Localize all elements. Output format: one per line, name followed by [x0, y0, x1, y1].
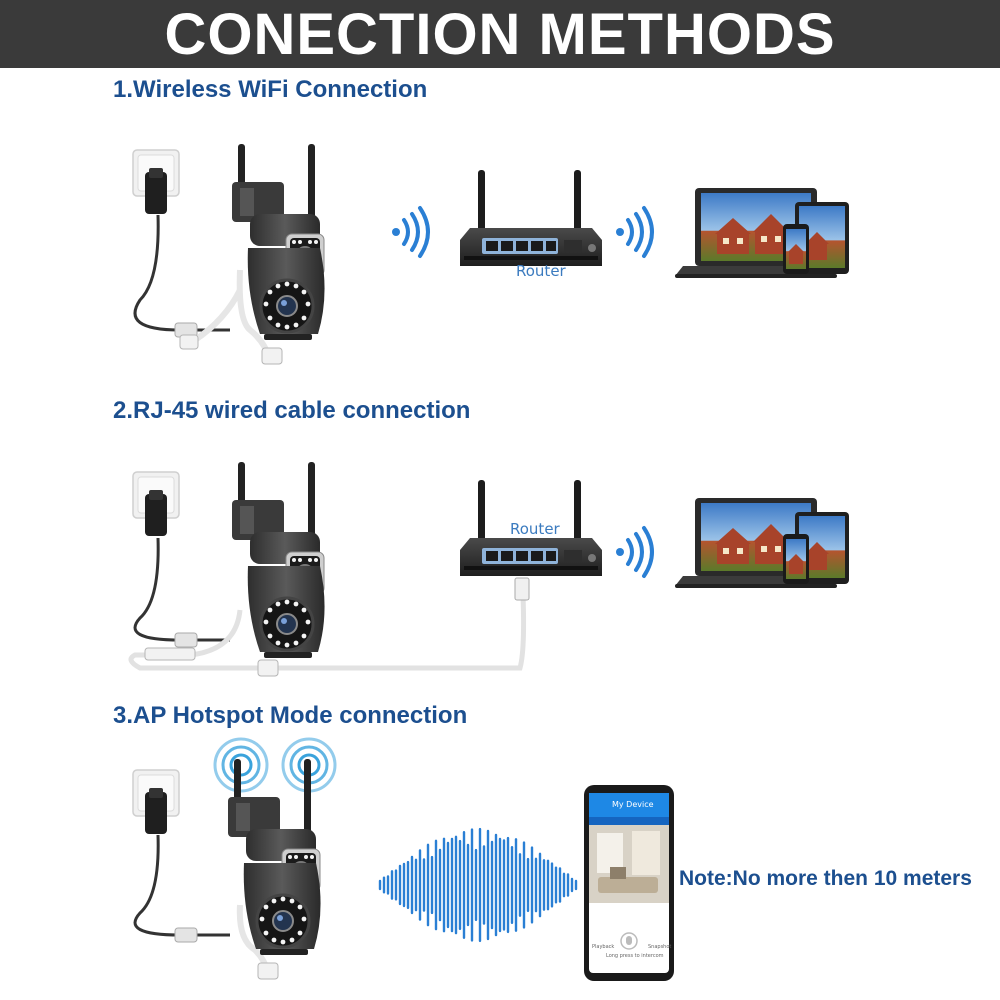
camera: [230, 460, 327, 660]
router: [460, 170, 602, 266]
scene-wifi: Router: [0, 130, 1000, 380]
scene-ap: My Device Playback Snapshot Long press t…: [0, 735, 1000, 1000]
wifi-signal-icon: [614, 206, 654, 258]
wall-socket: [132, 149, 180, 215]
page-title: CONECTION METHODS: [164, 1, 836, 67]
smartphone: [584, 785, 674, 981]
sound-wave-icon: [378, 827, 578, 943]
client-devices: [675, 188, 849, 278]
wifi-signal-icon: [614, 526, 654, 578]
section-title-wifi: 1.Wireless WiFi Connection: [113, 76, 428, 103]
camera: [230, 142, 327, 342]
header-banner: CONECTION METHODS: [0, 0, 1000, 68]
client-devices: [675, 498, 849, 588]
wall-socket: [132, 471, 180, 537]
distance-note: Note:No more then 10 meters: [679, 867, 972, 890]
phone-snapshot-label: Snapshot: [648, 944, 672, 950]
section-title-wired: 2.RJ-45 wired cable connection: [113, 397, 471, 424]
scene-wired: Router: [0, 450, 1000, 700]
wall-socket: [132, 769, 180, 835]
router-label: Router: [510, 520, 560, 538]
wifi-signal-icon: [390, 206, 430, 258]
phone-talk-hint: Long press to intercom: [606, 953, 664, 959]
hotspot-signal-icon: [213, 737, 337, 793]
phone-screen-title: My Device: [612, 800, 654, 809]
phone-playback-label: Playback: [592, 944, 615, 950]
router-label: Router: [516, 262, 566, 280]
section-title-ap: 3.AP Hotspot Mode connection: [113, 702, 468, 729]
